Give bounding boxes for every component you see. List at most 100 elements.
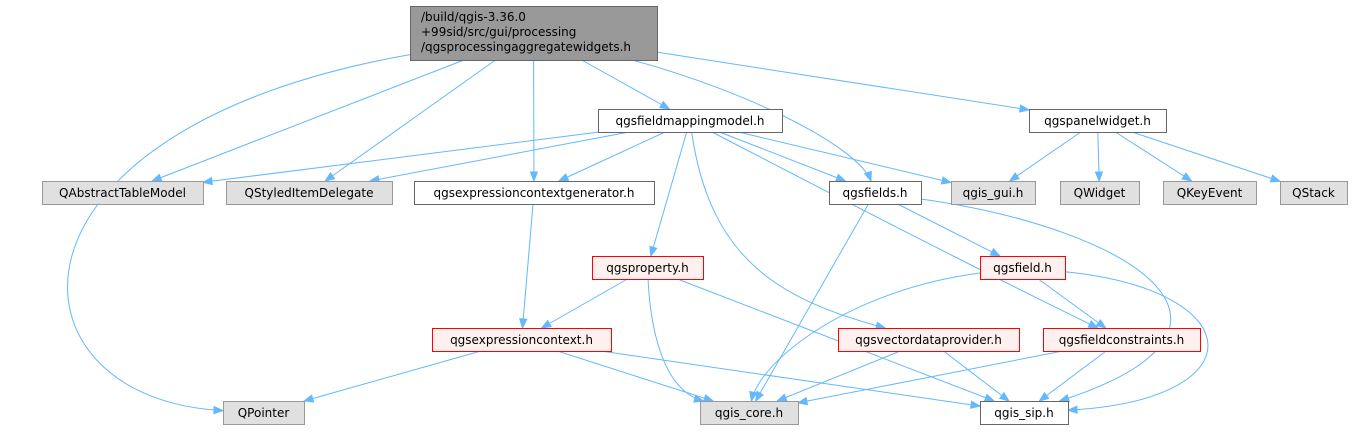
node-label: qgsexpressioncontext.h bbox=[450, 333, 593, 347]
edge-line bbox=[202, 131, 600, 183]
edge-line bbox=[738, 131, 952, 184]
edge-line bbox=[303, 350, 481, 402]
edge-fields-to-field bbox=[897, 203, 1002, 257]
edge-line bbox=[67, 54, 411, 412]
edge-line bbox=[711, 131, 1098, 329]
edge-arrowhead bbox=[1018, 104, 1031, 113]
edge-arrowhead bbox=[519, 318, 528, 330]
node-fields[interactable]: qgsfields.h bbox=[829, 181, 922, 205]
node-qkeyevent[interactable]: QKeyEvent bbox=[1163, 181, 1257, 205]
edge-fieldmappingmodel-to-fieldconstraints bbox=[711, 131, 1100, 329]
node-label: QPointer bbox=[238, 406, 290, 420]
edge-line bbox=[1115, 131, 1192, 182]
node-label: qgis_gui.h bbox=[963, 186, 1024, 200]
node-qgissip[interactable]: qgis_sip.h bbox=[980, 401, 1069, 425]
edge-line bbox=[541, 278, 628, 329]
edge-line bbox=[1064, 271, 1209, 411]
node-label: qgsfields.h bbox=[842, 186, 907, 200]
node-box bbox=[226, 181, 393, 205]
node-label: qgsfieldmappingmodel.h bbox=[616, 114, 765, 128]
node-abstracttablemodel[interactable]: QAbstractTableModel bbox=[42, 181, 204, 205]
edge-panelwidget-to-qgisgui bbox=[1008, 131, 1082, 182]
edge-panelwidget-to-qwidget bbox=[1094, 131, 1104, 183]
node-panelwidget[interactable]: qgspanelwidget.h bbox=[1029, 109, 1167, 133]
node-label: /build/qgis-3.36.0 bbox=[421, 10, 526, 24]
node-fieldmappingmodel[interactable]: qgsfieldmappingmodel.h bbox=[598, 109, 783, 133]
node-label: qgsvectordataprovider.h bbox=[855, 333, 1002, 347]
edge-arrowhead bbox=[1094, 171, 1104, 183]
edge-line bbox=[650, 131, 688, 257]
edge-arrowhead bbox=[1008, 172, 1020, 182]
node-styleditemdelegate[interactable]: QStyledItemDelegate bbox=[226, 181, 393, 205]
edge-line bbox=[369, 131, 630, 182]
node-box bbox=[1163, 181, 1257, 205]
edge-line bbox=[521, 203, 534, 329]
edge-arrowhead bbox=[1095, 318, 1107, 329]
node-label: QStack bbox=[1292, 186, 1335, 200]
edge-root-to-fieldmappingmodel bbox=[581, 59, 671, 110]
node-label: QStyledItemDelegate bbox=[245, 186, 374, 200]
edge-arrowhead bbox=[150, 173, 163, 182]
edge-line bbox=[897, 203, 1001, 257]
node-qwidget[interactable]: QWidget bbox=[1060, 181, 1140, 205]
edge-arrowhead bbox=[201, 176, 213, 186]
node-qpointer[interactable]: QPointer bbox=[223, 401, 305, 425]
edge-root-to-qpointer bbox=[67, 54, 411, 415]
node-qstack[interactable]: QStack bbox=[1280, 181, 1348, 205]
edge-fieldmappingmodel-to-exprctxgen bbox=[557, 131, 666, 182]
edge-arrowhead bbox=[702, 394, 715, 403]
node-qgiscore[interactable]: qgis_core.h bbox=[700, 401, 799, 425]
edge-arrowhead bbox=[1087, 320, 1100, 329]
node-fieldconstraints[interactable]: qgsfieldconstraints.h bbox=[1043, 328, 1201, 352]
edge-line bbox=[656, 51, 1030, 111]
node-box bbox=[980, 401, 1069, 425]
edge-arrowhead bbox=[693, 394, 705, 403]
edge-arrowhead bbox=[1038, 391, 1050, 402]
node-property[interactable]: qgsproperty.h bbox=[592, 256, 704, 280]
edge-arrowhead bbox=[302, 394, 315, 403]
node-box bbox=[1043, 328, 1201, 352]
edge-arrowhead bbox=[324, 172, 336, 182]
edge-line bbox=[558, 131, 666, 182]
edge-fields-to-qgiscore bbox=[754, 203, 869, 403]
edge-line bbox=[943, 350, 1010, 402]
edge-fieldconstraints-to-qgissip bbox=[1038, 350, 1107, 402]
node-label: QKeyEvent bbox=[1177, 186, 1243, 200]
edge-root-to-fields bbox=[632, 59, 872, 183]
node-label: qgspanelwidget.h bbox=[1044, 114, 1151, 128]
edge-line bbox=[632, 59, 872, 182]
node-exprctxgen[interactable]: qgsexpressioncontextgenerator.h bbox=[414, 181, 655, 205]
edge-line bbox=[719, 131, 846, 182]
edge-field-to-qgissip bbox=[1064, 271, 1209, 414]
edge-fieldmappingmodel-to-styleditemdelegate bbox=[368, 131, 630, 184]
edge-root-to-panelwidget bbox=[656, 51, 1031, 113]
node-label: qgsexpressioncontextgenerator.h bbox=[433, 186, 634, 200]
node-box bbox=[829, 181, 922, 205]
node-label: /qgsprocessingaggregatewidgets.h bbox=[421, 40, 631, 54]
edge-panelwidget-to-qkeyevent bbox=[1115, 131, 1193, 182]
node-exprctx[interactable]: qgsexpressioncontext.h bbox=[432, 328, 612, 352]
edge-line bbox=[581, 59, 670, 110]
node-box bbox=[592, 256, 704, 280]
node-qgisgui[interactable]: qgis_gui.h bbox=[951, 181, 1036, 205]
edge-arrowhead bbox=[754, 390, 764, 403]
edge-arrowhead bbox=[649, 245, 658, 258]
node-field[interactable]: qgsfield.h bbox=[980, 256, 1066, 280]
node-box bbox=[223, 401, 305, 425]
edge-arrowhead bbox=[983, 393, 996, 402]
edge-arrowhead bbox=[659, 100, 671, 110]
edge-line bbox=[151, 59, 465, 182]
node-vectordataprovider[interactable]: qgsvectordataprovider.h bbox=[838, 328, 1020, 352]
edge-line bbox=[777, 350, 901, 402]
node-root[interactable]: /build/qgis-3.36.0+99sid/src/gui/process… bbox=[410, 6, 658, 61]
edge-exprctx-to-qgissip bbox=[600, 350, 982, 409]
edge-exprctx-to-qgiscore bbox=[557, 350, 715, 403]
edge-arrowhead bbox=[835, 173, 847, 182]
node-box bbox=[1029, 109, 1167, 133]
edge-vectordataprovider-to-qgiscore bbox=[775, 350, 901, 402]
node-label: qgsfieldconstraints.h bbox=[1059, 333, 1184, 347]
edge-arrowhead bbox=[557, 173, 570, 182]
edge-line bbox=[1039, 350, 1107, 402]
node-label: qgis_sip.h bbox=[994, 406, 1053, 420]
edge-vectordataprovider-to-qgissip bbox=[943, 350, 1011, 402]
